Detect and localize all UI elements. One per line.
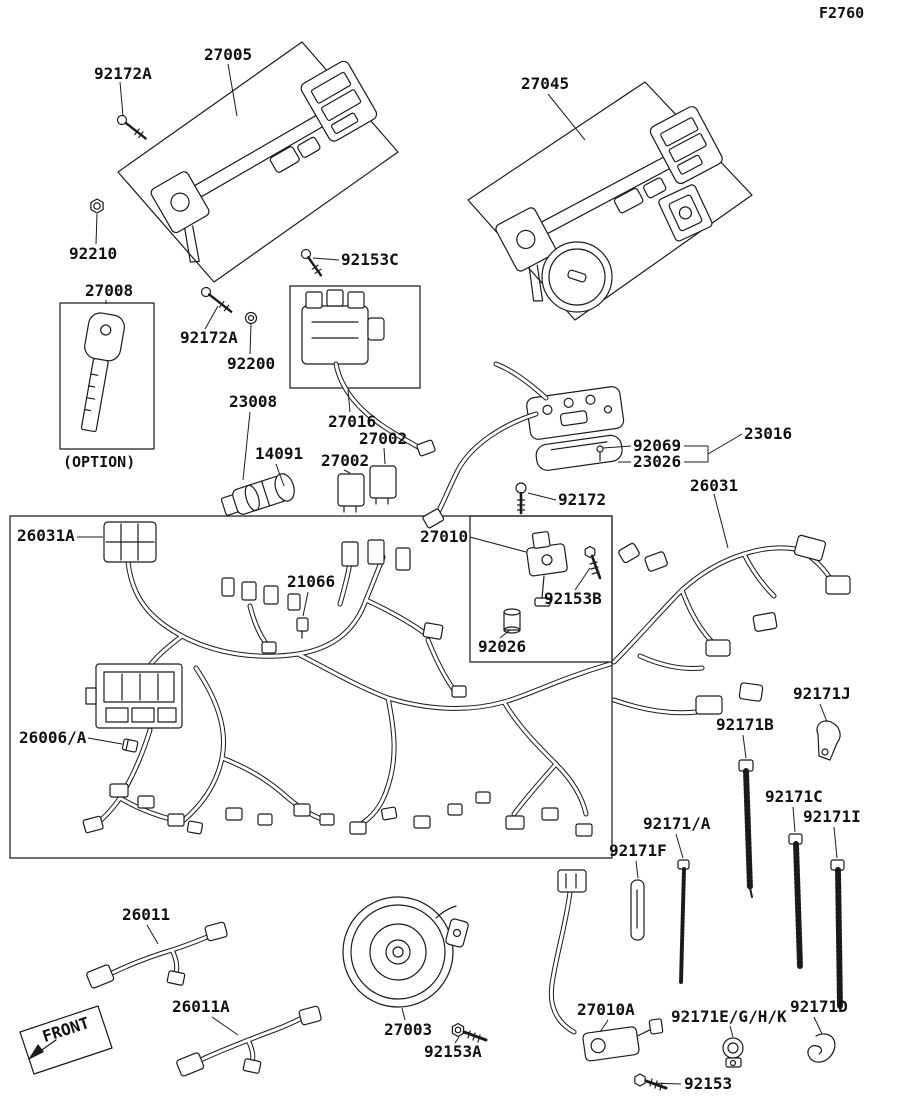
sub-harness-26011 <box>86 921 228 989</box>
harness-right-connectors <box>618 534 851 715</box>
part-label-92210: 92210 <box>69 244 118 263</box>
part-label-21066: 21066 <box>287 572 336 591</box>
sub-harness-26011a <box>176 1005 322 1077</box>
part-label-27010: 27010 <box>420 527 469 546</box>
washer-92200 <box>244 311 258 325</box>
part-label-92153b: 92153B <box>544 589 602 608</box>
part-label-92171c: 92171C <box>765 787 823 806</box>
part-label-26031a: 26031A <box>17 526 75 545</box>
nut-92210 <box>90 198 104 214</box>
front-marker-box <box>19 1005 113 1075</box>
part-label-27010a: 27010A <box>577 1000 635 1019</box>
part-label-26011a: 26011A <box>172 997 230 1016</box>
clip-26006a <box>121 738 139 753</box>
part-label-92153c: 92153C <box>341 250 399 269</box>
box-harness <box>9 515 613 859</box>
part-label-92069: 92069 <box>633 436 682 455</box>
part-label-27045: 27045 <box>521 74 570 93</box>
collar-92026 <box>503 608 521 634</box>
ignition-switch-27005 <box>150 60 378 263</box>
part-21066 <box>296 617 309 639</box>
part-label-27008: 27008 <box>85 281 134 300</box>
part-label-92153a: 92153A <box>424 1042 482 1061</box>
part-label-26006a: 26006/A <box>19 728 87 747</box>
part-label-26011: 26011 <box>122 905 171 924</box>
part-label-92171j: 92171J <box>793 684 851 703</box>
part-label-92172: 92172 <box>558 490 607 509</box>
bracket-92171j <box>816 720 841 761</box>
starter-cable-27010a <box>557 869 664 1062</box>
part-label-92171f: 92171F <box>609 841 667 860</box>
horn-27003 <box>342 896 469 1008</box>
part-label-27002-b: 27002 <box>321 451 370 470</box>
screw-92153c <box>300 248 323 277</box>
bracket-plate-23016 <box>526 386 625 471</box>
part-label-23008: 23008 <box>229 392 278 411</box>
figure-code: F2760 <box>819 4 865 22</box>
part-label-92171eghk: 92171E/G/H/K <box>671 1007 787 1026</box>
part-label-92171b: 92171B <box>716 715 774 734</box>
box-27010 <box>469 515 613 663</box>
part-label-92171a: 92171/A <box>643 814 711 833</box>
bolt-92153 <box>634 1073 668 1091</box>
part-label-92026: 92026 <box>478 637 527 656</box>
box-27008 <box>59 302 155 450</box>
part-label-23026: 23026 <box>633 452 682 471</box>
part-label-92171i: 92171I <box>803 807 861 826</box>
cable-tie-92171c <box>788 833 803 969</box>
box-27016 <box>289 285 421 389</box>
cable-tie-92171i <box>830 859 845 1009</box>
part-label-26031: 26031 <box>690 476 739 495</box>
hook-92171d <box>807 1033 836 1063</box>
band-92171f <box>630 879 645 941</box>
part-label-27005: 27005 <box>204 45 253 64</box>
part-label-92200: 92200 <box>227 354 276 373</box>
part-label-27002-a: 27002 <box>359 429 408 448</box>
screw-92172a-mid <box>200 286 233 313</box>
strap-92171a <box>677 859 690 984</box>
part-label-27016: 27016 <box>328 412 377 431</box>
option-note: (OPTION) <box>63 453 136 471</box>
relay-27002-left <box>337 473 365 513</box>
part-label-92171d: 92171D <box>790 997 848 1016</box>
part-label-23016: 23016 <box>744 424 793 443</box>
clamp-92171eghk <box>722 1037 744 1068</box>
bolt-92153b <box>584 545 602 580</box>
screw-92172a-top <box>116 114 147 140</box>
part-label-14091: 14091 <box>255 444 304 463</box>
screw-92069 <box>596 445 604 462</box>
relay-27002-right <box>369 465 397 505</box>
part-label-92153: 92153 <box>684 1074 733 1093</box>
lock-cylinder-23008 <box>220 473 295 516</box>
harness-connectors <box>82 439 593 837</box>
ignition-key-27008 <box>80 312 125 433</box>
switch-cover-cap <box>541 241 613 313</box>
part-label-92172a-2: 92172A <box>180 328 238 347</box>
part-label-27003: 27003 <box>384 1020 433 1039</box>
solenoid-27010 <box>526 531 568 607</box>
magneto-switch-27016 <box>301 289 385 365</box>
cable-tie-92171b <box>738 759 754 898</box>
part-label-92172a-1: 92172A <box>94 64 152 83</box>
box-27005 <box>117 41 399 283</box>
fuse-box-block <box>85 663 183 729</box>
screw-92172 <box>515 482 527 515</box>
ignition-switch-27045 <box>495 106 723 302</box>
leader-lines <box>77 63 838 1085</box>
bolt-92153a <box>451 1022 488 1043</box>
switch-bracket <box>658 184 713 242</box>
